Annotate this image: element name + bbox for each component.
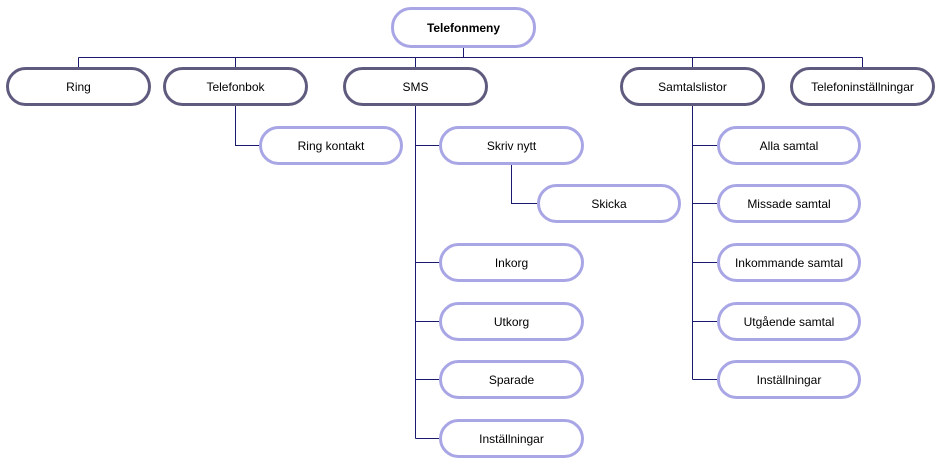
node-telefonmeny[interactable]: Telefonmeny [391, 7, 536, 48]
node-alla-samtal[interactable]: Alla samtal [717, 126, 861, 165]
node-telefoninstallningar[interactable]: Telefoninställningar [790, 67, 935, 106]
node-sparade[interactable]: Sparade [439, 360, 584, 399]
node-telefonbok[interactable]: Telefonbok [163, 67, 308, 106]
connector-ring-kontakt [235, 106, 260, 146]
node-inkorg[interactable]: Inkorg [439, 243, 584, 282]
node-samtalslistor[interactable]: Samtalslistor [620, 67, 765, 106]
node-missade-samtal[interactable]: Missade samtal [717, 184, 861, 223]
node-ring-kontakt[interactable]: Ring kontakt [259, 126, 403, 165]
node-sms[interactable]: SMS [343, 67, 488, 106]
node-sms-installningar[interactable]: Inställningar [439, 419, 584, 458]
node-skicka[interactable]: Skicka [537, 184, 681, 223]
node-ring[interactable]: Ring [6, 67, 151, 106]
node-inkommande-samtal[interactable]: Inkommande samtal [717, 243, 861, 282]
connector-skicka [511, 165, 537, 204]
node-utkorg[interactable]: Utkorg [439, 302, 584, 341]
node-utgaende-samtal[interactable]: Utgående samtal [717, 302, 861, 341]
node-samtal-installningar[interactable]: Inställningar [717, 360, 861, 399]
node-skriv-nytt[interactable]: Skriv nytt [439, 126, 584, 165]
